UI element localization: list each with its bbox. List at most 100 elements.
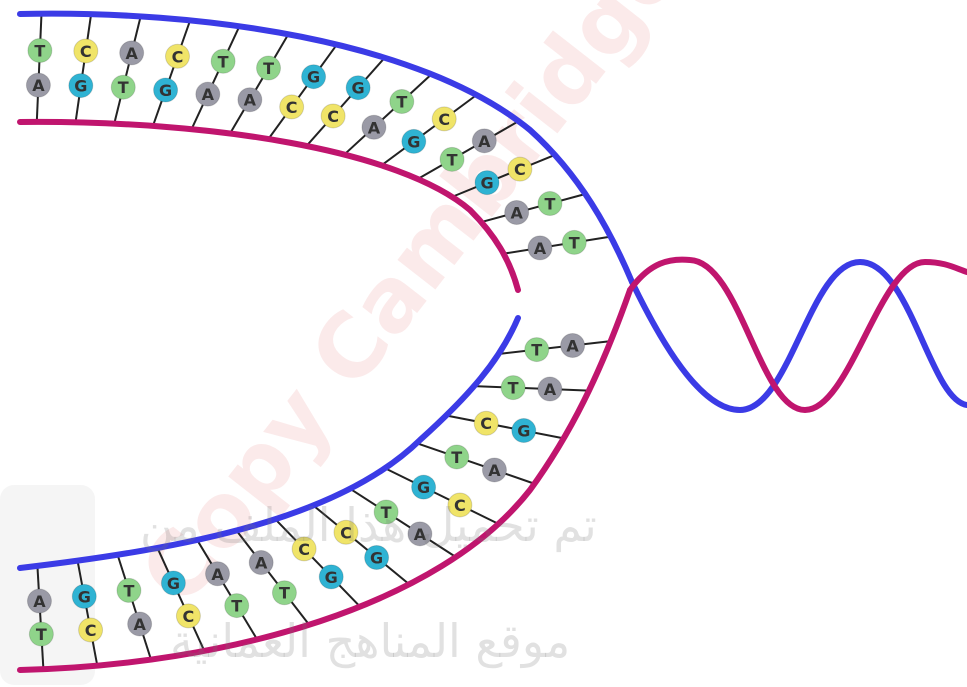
svg-text:T: T [34,41,45,60]
bottom-arm-inner-base-T: T [117,578,141,602]
bottom-arm-outer-base-C: C [79,618,103,642]
top-arm-inner-base-C: C [321,104,345,128]
svg-text:A: A [414,525,427,544]
top-arm-inner-base-C: C [280,95,304,119]
top-arm-inner-base-T: T [111,75,135,99]
top-arm-rung [504,237,611,254]
bottom-arm-outer-base-A: A [408,522,432,546]
bottom-arm-rung [197,540,257,639]
top-arm-outer-base-A: A [120,41,144,65]
bottom-arm-outer-base-A: A [538,377,562,401]
bottom-arm-rung [474,386,589,390]
top-arm-inner-base-A: A [528,236,552,260]
bottom-arm-inner-base-A: A [206,562,230,586]
top-arm-inner-base-G: G [69,74,93,98]
top-arm-rung [418,121,519,179]
svg-text:G: G [352,79,365,98]
svg-text:T: T [396,93,407,112]
svg-text:G: G [325,568,338,587]
bottom-arm-rung [157,548,204,651]
svg-text:A: A [566,336,579,355]
bottom-arm-outer-base-G: G [512,419,536,443]
bottom-arm-rung [446,415,563,438]
bottom-arm-rung [499,341,611,354]
top-arm-inner-base-G: G [475,171,499,195]
svg-text:A: A [32,76,45,95]
top-arm-rung [230,34,288,133]
bottom-blue-strand [20,318,518,568]
bottom-arm-outer-base-C: C [448,493,472,517]
svg-text:C: C [514,160,526,179]
svg-text:T: T [263,59,274,78]
svg-text:T: T [231,597,242,616]
svg-text:C: C [172,47,184,66]
bottom-arm-inner-base-G: G [412,475,436,499]
helix-blue-strand [632,262,967,410]
bottom-arm-inner-base-T: T [374,500,398,524]
top-arm-inner-base-A: A [505,201,529,225]
top-arm-rung [452,155,555,197]
top-arm-inner-base-A: A [362,115,386,139]
top-arm-inner-base-A: A [26,73,50,97]
top-arm-outer-base-T: T [211,49,235,73]
svg-text:T: T [218,52,229,71]
top-arm-rung [192,26,240,129]
svg-text:A: A [33,592,46,611]
bottom-arm-outer-base-G: G [365,545,389,569]
svg-text:T: T [381,503,392,522]
svg-text:C: C [286,98,298,117]
top-arm-inner-base-G: G [154,78,178,102]
svg-text:C: C [85,621,97,640]
bottom-arm-inner-base-T: T [525,338,549,362]
svg-text:A: A [125,44,138,63]
svg-text:C: C [480,414,492,433]
bottom-arm-outer-base-A: A [128,612,152,636]
bottom-arm-inner-base-A: A [27,589,51,613]
top-arm-inner-base-G: G [402,129,426,153]
svg-text:T: T [508,379,519,398]
svg-text:G: G [167,574,180,593]
svg-text:T: T [531,341,542,360]
bottom-arm-outer-base-T: T [272,581,296,605]
top-arm-outer-base-T: T [538,192,562,216]
svg-text:A: A [534,239,547,258]
top-arm-outer-base-T: T [257,56,281,80]
svg-text:G: G [307,68,320,87]
svg-text:T: T [451,448,462,467]
svg-text:G: G [480,174,493,193]
svg-text:A: A [244,91,257,110]
top-arm-outer-base-C: C [432,107,456,131]
top-arm-rung [37,14,42,122]
bottom-arm-rung [385,468,498,524]
top-arm-outer-base-T: T [390,90,414,114]
svg-text:A: A [368,118,381,137]
bottom-arm-inner-base-T: T [501,376,525,400]
dna-strands [20,14,967,670]
top-arm-inner-base-A: A [196,82,220,106]
svg-text:T: T [36,625,47,644]
svg-text:T: T [123,581,134,600]
top-arm-outer-base-T: T [562,230,586,254]
svg-text:A: A [510,204,523,223]
bottom-arm-rung [37,566,43,669]
svg-text:A: A [133,615,146,634]
svg-text:G: G [407,132,420,151]
svg-text:T: T [447,150,458,169]
svg-text:A: A [544,380,557,399]
bottom-arm-rung [350,489,456,557]
bottom-arm-rung [118,555,151,660]
bottom-arm-outer-base-T: T [29,622,53,646]
bottom-arm-rung [417,443,535,484]
svg-text:G: G [370,548,383,567]
top-arm-rung [481,194,585,222]
svg-text:A: A [202,85,215,104]
svg-text:G: G [517,422,530,441]
top-arm-outer-base-T: T [28,38,52,62]
svg-text:G: G [74,77,87,96]
top-arm-outer-base-C: C [74,39,98,63]
svg-text:C: C [327,107,339,126]
bottom-arm-rung [78,561,98,666]
svg-text:C: C [298,540,310,559]
